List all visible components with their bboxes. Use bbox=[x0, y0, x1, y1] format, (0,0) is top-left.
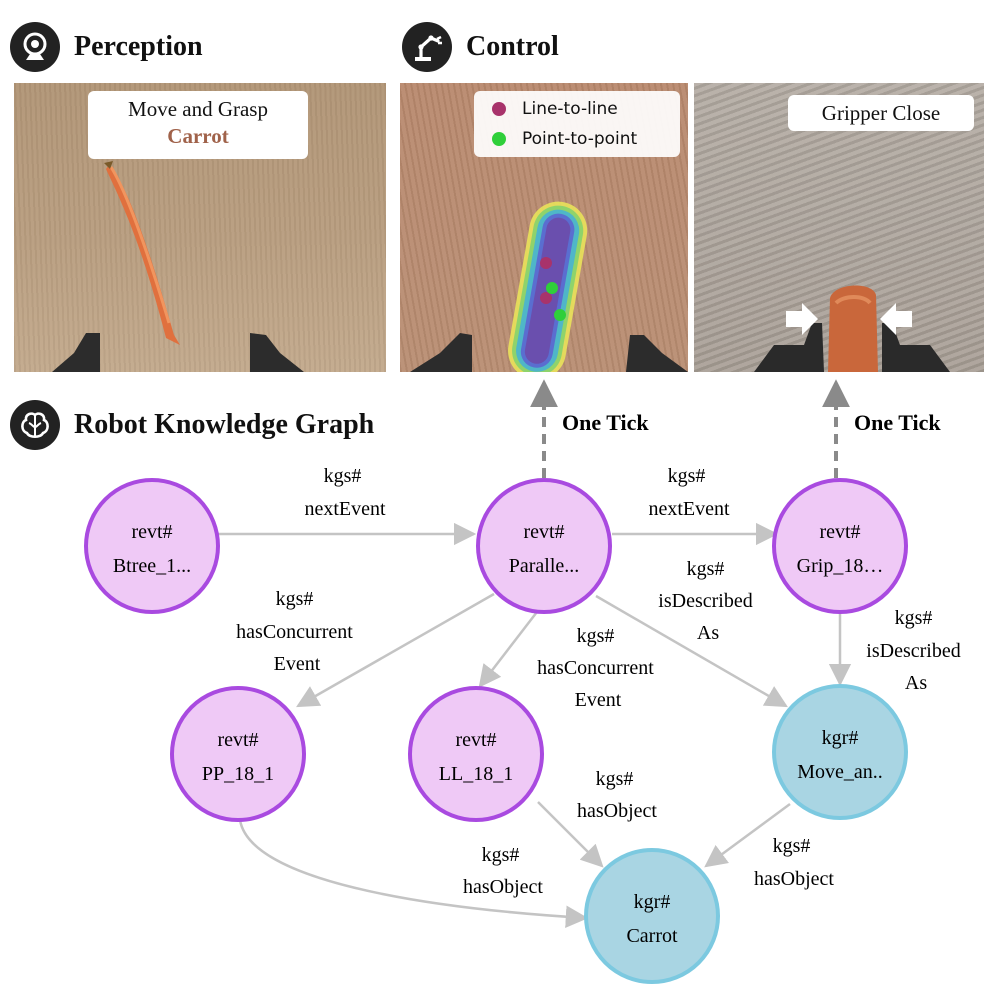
graph-edges bbox=[218, 522, 852, 929]
legend-point-to-point: Point-to-point bbox=[474, 124, 680, 154]
perception-title: Perception bbox=[10, 22, 203, 72]
edge-label-parallel-pp: kgs# hasConcurrent Event bbox=[236, 588, 358, 675]
edge-move-carrot bbox=[704, 802, 791, 868]
perception-title-text: Perception bbox=[74, 31, 203, 62]
edge-parallel-move bbox=[595, 594, 788, 708]
webcam-icon bbox=[10, 22, 60, 72]
node-carrot[interactable]: kgr#Carrot bbox=[584, 848, 720, 984]
edge-label-pp-carrot: kgs# hasObject bbox=[463, 844, 543, 898]
brain-icon bbox=[10, 400, 60, 450]
legend-dot-line-to-line bbox=[492, 102, 506, 116]
gripper-scene bbox=[754, 285, 950, 372]
graph-title: Robot Knowledge Graph bbox=[10, 400, 374, 450]
control-title: Control bbox=[402, 22, 559, 72]
legend-label-point-to-point: Point-to-point bbox=[522, 129, 638, 149]
svg-text:revt#PP_18_1: revt#PP_18_1 bbox=[202, 729, 274, 785]
svg-text:revt#Btree_1...: revt#Btree_1... bbox=[113, 521, 191, 577]
graph-title-text: Robot Knowledge Graph bbox=[74, 409, 375, 440]
edge-pp-carrot bbox=[238, 819, 589, 929]
control-heatmap-image: Line-to-line Point-to-point bbox=[400, 83, 688, 372]
perception-caption: Move and Grasp Carrot bbox=[88, 91, 308, 159]
svg-text:revt#LL_18_1: revt#LL_18_1 bbox=[439, 729, 513, 785]
robot-arm-icon bbox=[402, 22, 452, 72]
perception-caption-object: Carrot bbox=[167, 124, 229, 148]
svg-text:revt#Paralle...: revt#Paralle... bbox=[509, 521, 580, 577]
edge-label-grip-move: kgs# isDescribed As bbox=[866, 607, 965, 694]
line-to-line-point-1 bbox=[540, 257, 552, 269]
svg-text:kgr#Move_an..: kgr#Move_an.. bbox=[797, 727, 883, 783]
perception-scene bbox=[52, 161, 304, 372]
squeeze-arrow-right-icon bbox=[880, 303, 912, 335]
heatmap-scene bbox=[410, 201, 688, 372]
point-to-point-point-2 bbox=[554, 309, 566, 321]
edge-ll-carrot bbox=[537, 801, 604, 868]
edge-labels: kgs# nextEvent kgs# nextEvent kgs# hasCo… bbox=[236, 465, 965, 898]
graph-nodes: revt#Btree_1... revt#Paralle... revt#Gri… bbox=[84, 478, 908, 984]
squeeze-arrow-left-icon bbox=[786, 303, 818, 335]
legend-line-to-line: Line-to-line bbox=[474, 94, 680, 124]
node-grip[interactable]: revt#Grip_18… bbox=[772, 478, 908, 614]
node-btree[interactable]: revt#Btree_1... bbox=[84, 478, 220, 614]
edge-label-parallel-move: kgs# isDescribed As bbox=[658, 558, 757, 644]
gripper-caption-text: Gripper Close bbox=[821, 101, 941, 125]
edge-label-btree-parallel: kgs# nextEvent bbox=[304, 465, 386, 520]
line-to-line-point-2 bbox=[540, 292, 552, 304]
edge-label-move-carrot: kgs# hasObject bbox=[754, 835, 834, 890]
gripper-image: Gripper Close bbox=[694, 83, 984, 372]
node-move[interactable]: kgr#Move_an.. bbox=[772, 684, 908, 820]
legend-label-line-to-line: Line-to-line bbox=[522, 99, 618, 119]
edge-label-parallel-ll: kgs# hasConcurrent Event bbox=[537, 625, 659, 711]
svg-text:kgr#Carrot: kgr#Carrot bbox=[626, 891, 678, 947]
tick-label-1: One Tick bbox=[562, 410, 649, 435]
perception-image: Move and Grasp Carrot bbox=[14, 83, 386, 372]
svg-text:revt#Grip_18…: revt#Grip_18… bbox=[797, 521, 884, 577]
node-parallel[interactable]: revt#Paralle... bbox=[476, 478, 612, 614]
control-title-text: Control bbox=[466, 31, 559, 62]
gripper-caption: Gripper Close bbox=[788, 95, 974, 131]
edge-parallel-ll bbox=[478, 607, 541, 688]
control-legend: Line-to-line Point-to-point bbox=[474, 91, 680, 157]
legend-dot-point-to-point bbox=[492, 132, 506, 146]
edge-label-ll-carrot: kgs# hasObject bbox=[577, 768, 657, 822]
edge-parallel-pp bbox=[296, 592, 495, 708]
node-pp[interactable]: revt#PP_18_1 bbox=[170, 686, 306, 822]
perception-caption-line1: Move and Grasp bbox=[128, 97, 268, 121]
tick-label-2: One Tick bbox=[854, 410, 941, 435]
edge-label-parallel-grip: kgs# nextEvent bbox=[648, 465, 730, 520]
point-to-point-point-1 bbox=[546, 282, 558, 294]
node-ll[interactable]: revt#LL_18_1 bbox=[408, 686, 544, 822]
